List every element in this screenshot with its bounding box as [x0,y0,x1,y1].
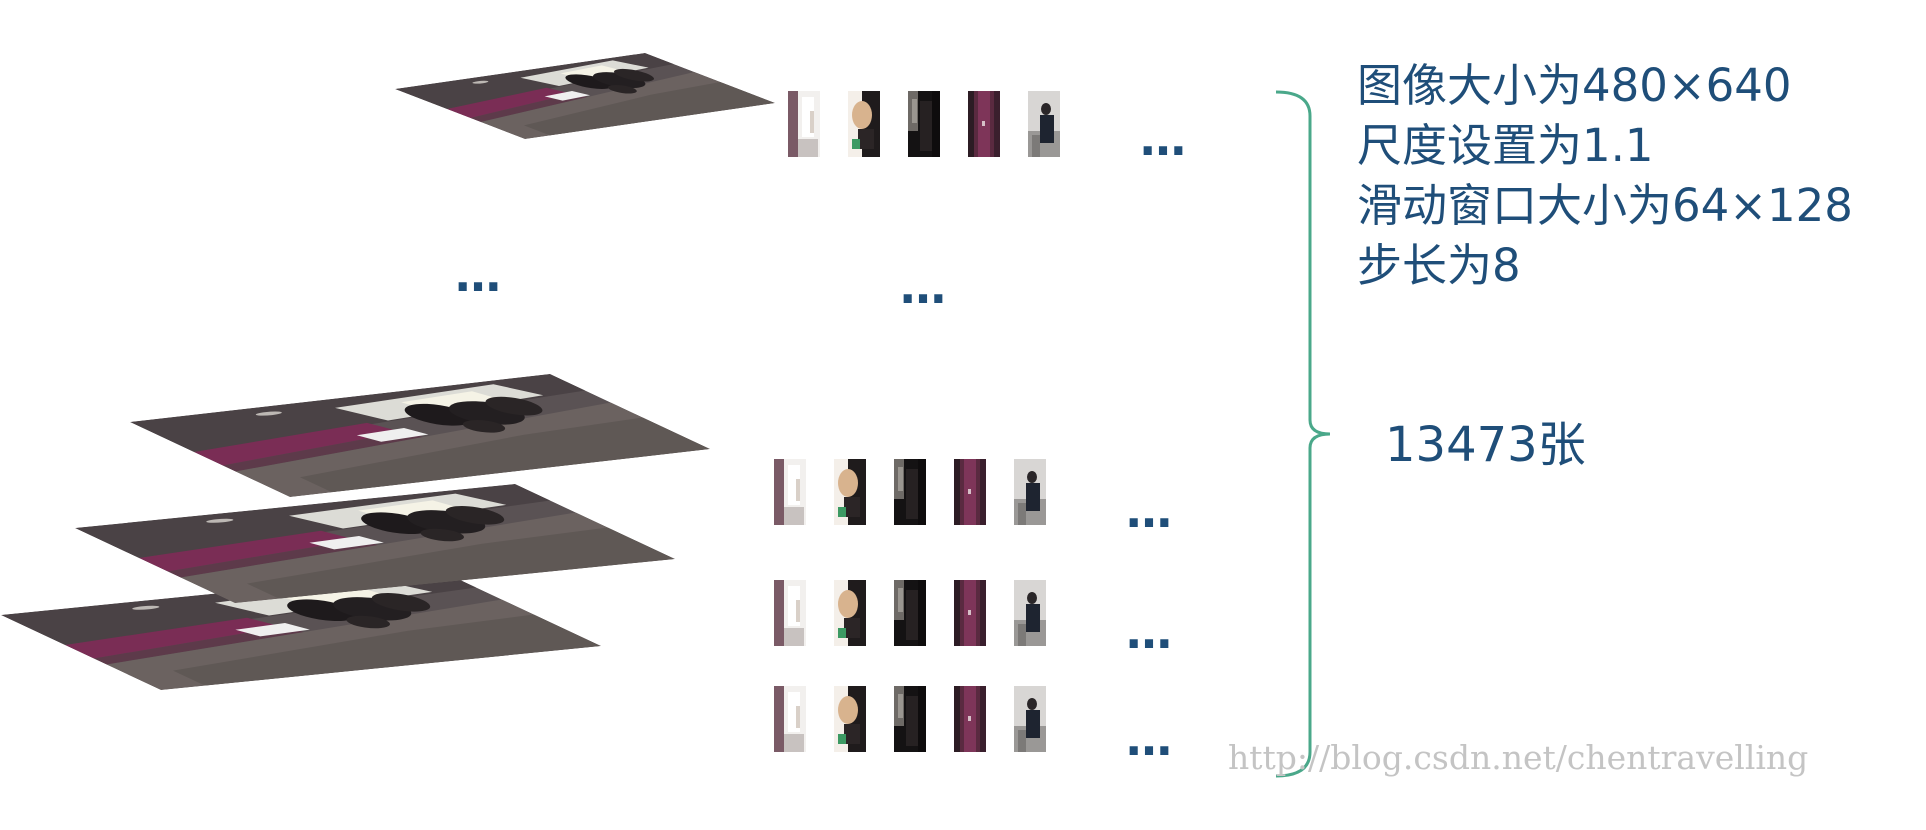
pyramid-level-1 [130,374,710,497]
patch-image [834,580,866,646]
ellipsis-row-2: … [1126,605,1176,659]
grouping-brace [1275,90,1331,778]
patch-image [894,686,926,752]
total-count: 13473张 [1385,417,1586,473]
patch-row-top [788,91,1060,157]
ellipsis-row-1: … [1126,484,1176,538]
patch-image [774,580,806,646]
watermark: http://blog.csdn.net/chentravelling [1228,738,1809,777]
patch-row-3 [774,686,1046,752]
step-note: 步长为8 [1357,239,1521,292]
patch-image [848,91,880,157]
patch-row-1 [774,459,1046,525]
pyramid-level-2 [75,484,675,603]
parameter-notes: 图像大小为480×640 尺度设置为1.1 滑动窗口大小为64×128 步长为8 [1357,56,1853,296]
patch-image [954,459,986,525]
patch-image [774,686,806,752]
ellipsis-levels: … [455,248,505,302]
scale-note: 尺度设置为1.1 [1357,119,1654,172]
ellipsis-row-3: … [1126,712,1176,766]
patch-image [1014,686,1046,752]
image-size-note: 图像大小为480×640 [1357,59,1792,112]
window-size-note: 滑动窗口大小为64×128 [1357,179,1853,232]
patch-image [1014,459,1046,525]
patch-image [908,91,940,157]
patch-image [1028,91,1060,157]
ellipsis-patches: … [900,260,950,314]
ellipsis-row-top: … [1140,112,1190,166]
patch-row-2 [774,580,1046,646]
patch-image [834,686,866,752]
patch-image [834,459,866,525]
patch-image [1014,580,1046,646]
patch-image [894,459,926,525]
patch-image [774,459,806,525]
patch-image [788,91,820,157]
pyramid-level-top [395,53,775,139]
patch-image [954,580,986,646]
patch-image [954,686,986,752]
patch-image [968,91,1000,157]
patch-image [894,580,926,646]
